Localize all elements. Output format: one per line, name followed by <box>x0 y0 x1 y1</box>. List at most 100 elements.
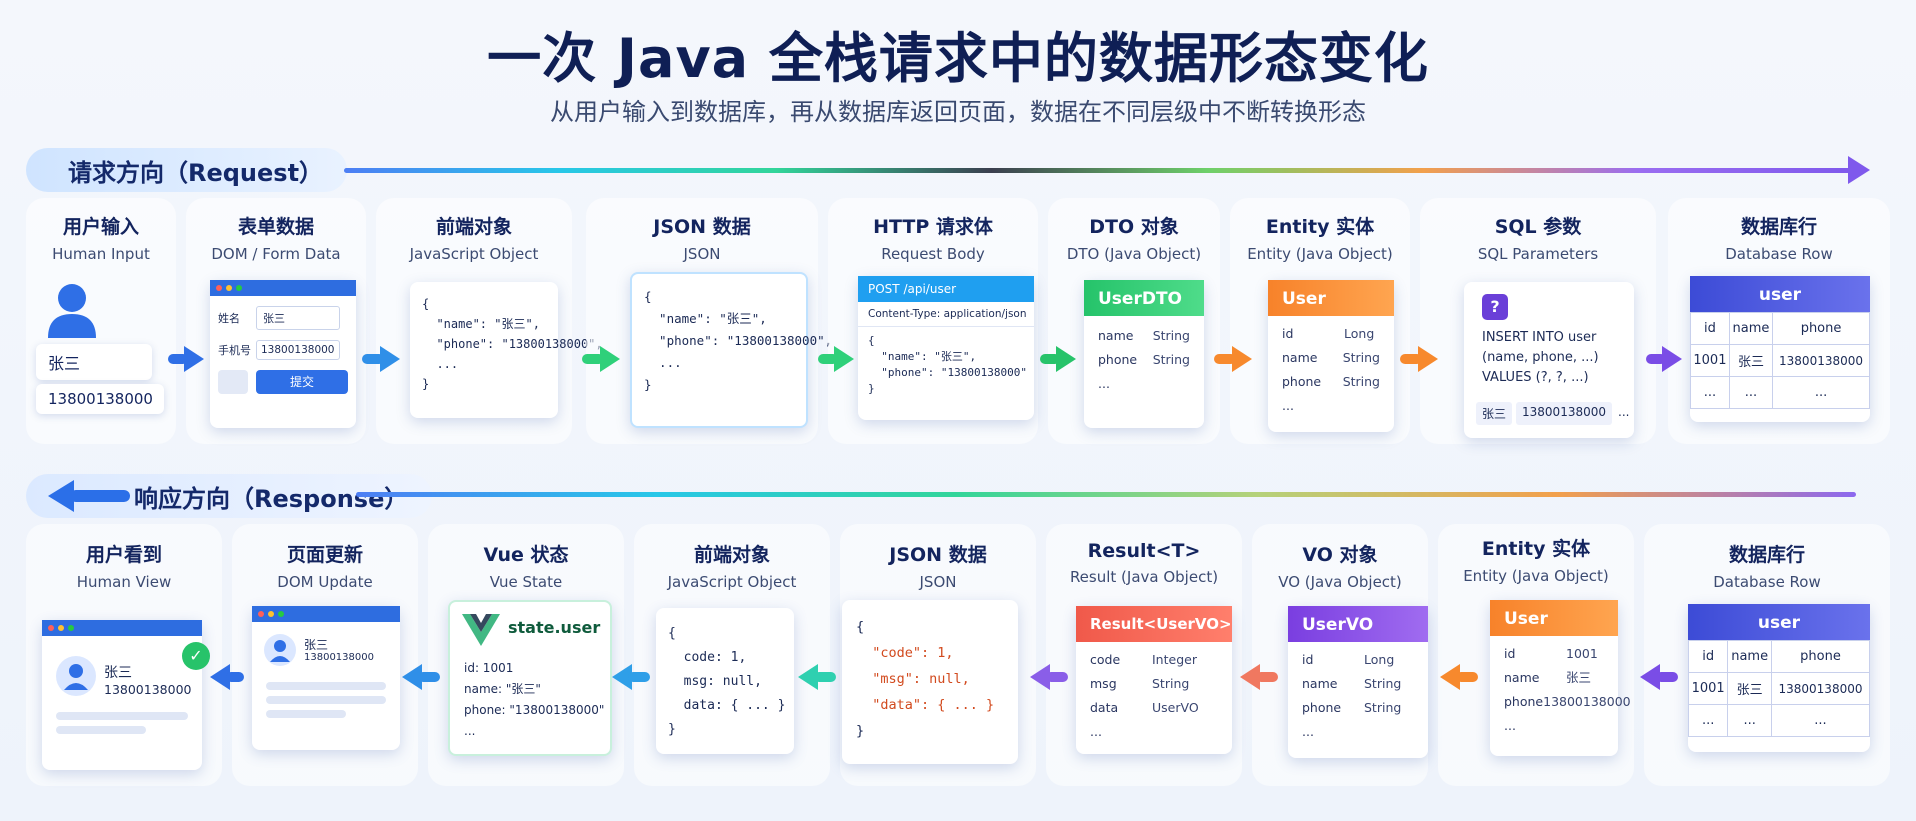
form-phone-input[interactable]: 13800138000 <box>256 340 340 360</box>
field-key: msg <box>1090 676 1117 691</box>
sql-statement: INSERT INTO user (name, phone, ...) VALU… <box>1482 330 1599 385</box>
vue-line-id: id: 1001 <box>464 661 514 675</box>
field-type: String <box>1364 700 1402 715</box>
req-arrow-5-icon <box>1056 346 1076 372</box>
req-arrow-2-shaft <box>362 354 384 364</box>
request-direction-label: 请求方向（Request） <box>26 148 348 192</box>
vue-line-phone: phone: "13800138000" <box>464 703 605 717</box>
res-arrow-5-icon <box>1030 664 1050 690</box>
http-body: { "name": "张三", "phone": "13800138000" } <box>868 334 1027 395</box>
entity-title: User <box>1268 280 1394 316</box>
res-arrow-6-icon <box>1240 664 1260 690</box>
dom-card: 张三 13800138000 <box>252 606 400 750</box>
field-row: id Long <box>1288 648 1428 672</box>
res-arrow-8-shaft <box>1656 672 1678 682</box>
res-arrow-5-shaft <box>1046 672 1068 682</box>
field-row: phone String <box>1288 696 1428 720</box>
field-type: String <box>1342 374 1380 389</box>
req-arrow-5-shaft <box>1040 354 1060 364</box>
form-submit-button[interactable]: 提交 <box>256 370 348 394</box>
field-key: phone <box>1302 700 1342 715</box>
field-type: Integer <box>1152 652 1197 667</box>
field-row: code Integer <box>1076 648 1232 672</box>
form-phone-label: 手机号 <box>218 344 251 357</box>
field-key: id <box>1302 652 1314 667</box>
field-key: data <box>1090 700 1119 715</box>
req-arrow-8-icon <box>1662 346 1682 372</box>
vue-line-name: name: "张三" <box>464 682 541 696</box>
field-key: name <box>1302 676 1338 691</box>
field-key: code <box>1090 652 1121 667</box>
field-type: Long <box>1364 652 1395 667</box>
view-card: 张三 13800138000 <box>42 620 202 770</box>
req-arrow-1-icon <box>184 346 204 372</box>
req-arrow-8-shaft <box>1646 354 1666 364</box>
vo-title: UserVO <box>1288 606 1428 642</box>
user-icon <box>48 284 96 338</box>
vue-card: state.user id: 1001 name: "张三" phone: "1… <box>448 600 612 756</box>
field-key: name <box>1504 670 1540 685</box>
result-title: Result<UserVO> <box>1076 606 1232 642</box>
field-type: 1001 <box>1566 646 1598 661</box>
view-name: 张三 <box>104 665 132 681</box>
field-type: 张三 <box>1566 670 1592 685</box>
field-row: name String <box>1288 672 1428 696</box>
sql-card: ? INSERT INTO user (name, phone, ...) VA… <box>1464 282 1634 438</box>
res-arrow-7-icon <box>1440 664 1460 690</box>
form-name-input[interactable]: 张三 <box>256 306 340 330</box>
page-title: 一次 Java 全栈请求中的数据形态变化 <box>487 27 1429 90</box>
res-arrow-3-icon <box>612 664 632 690</box>
avatar <box>56 656 96 696</box>
field-row: ... <box>1490 714 1618 738</box>
field-type: String <box>1364 676 1402 691</box>
request-flow-track <box>344 168 1854 173</box>
field-key: id <box>1282 326 1294 341</box>
res-entity-title: User <box>1490 600 1618 636</box>
req-arrow-2-icon <box>380 346 400 372</box>
field-key: ... <box>1282 398 1294 413</box>
res-arrow-7-shaft <box>1456 672 1478 682</box>
input-phone-value: 13800138000 <box>36 384 164 414</box>
res-arrow-2-icon <box>402 664 422 690</box>
field-key: ... <box>1302 724 1314 739</box>
field-type: String <box>1152 328 1190 343</box>
req-arrow-6-icon <box>1232 346 1252 372</box>
res-arrow-1-shaft <box>226 672 244 682</box>
page-subtitle: 从用户输入到数据库，再从数据库返回页面，数据在不同层级中不断转换形态 <box>550 98 1366 126</box>
dto-title: UserDTO <box>1084 280 1204 316</box>
js-object-card: { "name": "张三", "phone": "13800138000", … <box>410 282 603 418</box>
field-row: ... <box>1268 394 1394 418</box>
sql-param-name: 张三 <box>1476 402 1513 425</box>
field-key: ... <box>1504 718 1516 733</box>
field-type: String <box>1342 350 1380 365</box>
req-arrow-6-shaft <box>1214 354 1236 364</box>
res-arrow-4-shaft <box>814 672 836 682</box>
res-arrow-8-icon <box>1640 664 1660 690</box>
req-arrow-4-icon <box>834 346 854 372</box>
field-key: phone <box>1504 694 1544 709</box>
